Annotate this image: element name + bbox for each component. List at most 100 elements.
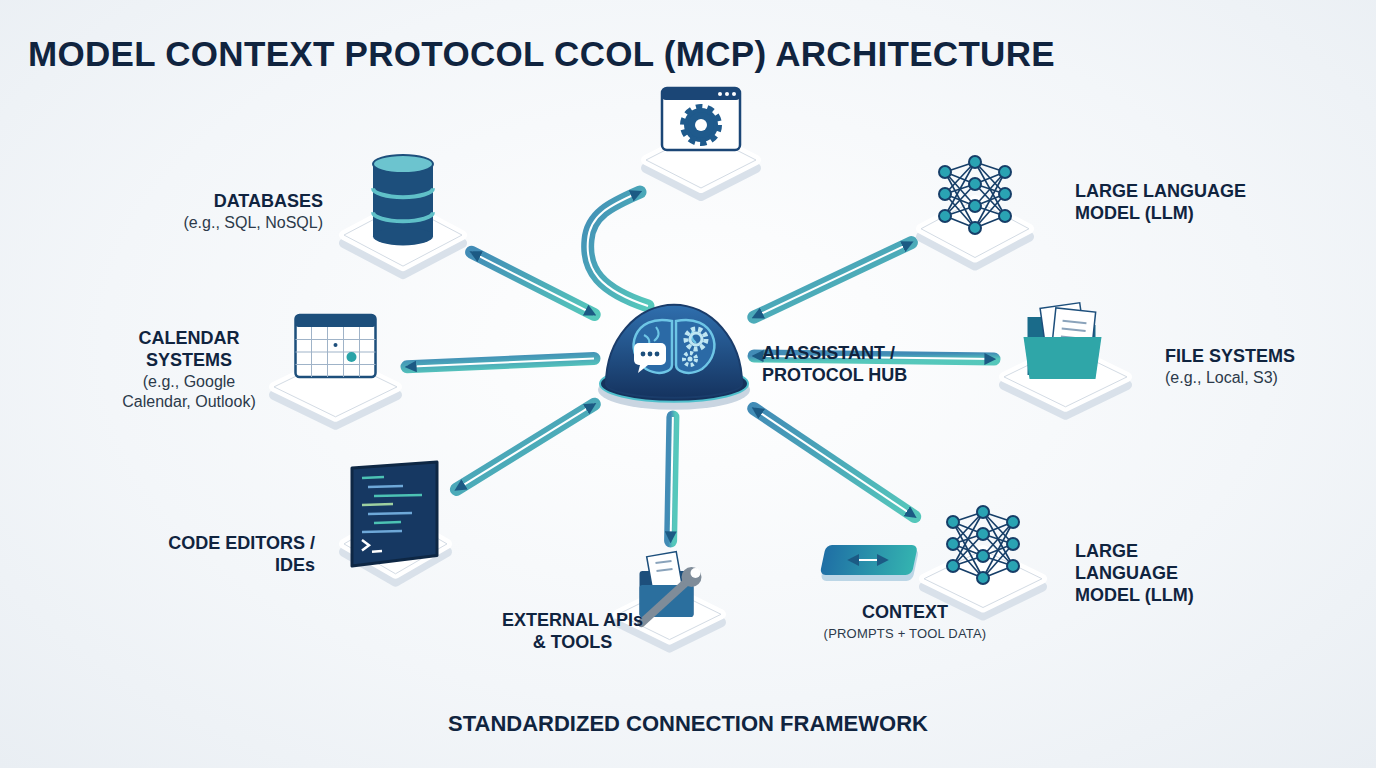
icon-shape xyxy=(1024,337,1102,379)
node-heading: DATABASES xyxy=(138,190,323,212)
icon-shape xyxy=(1007,560,1019,572)
icon-shape xyxy=(347,352,357,362)
svg-shape xyxy=(662,88,740,100)
node-tile: DATABASES(e.g., SQL, NoSQL) xyxy=(338,150,468,285)
node-heading: FILE SYSTEMS xyxy=(1165,345,1335,367)
icon-shape xyxy=(999,188,1011,200)
gear-connector-band xyxy=(588,192,648,306)
connector-band xyxy=(754,409,915,517)
icon-shape xyxy=(691,568,701,578)
icon-shape xyxy=(850,559,887,561)
connector-band xyxy=(671,417,673,541)
node-icon xyxy=(612,545,727,655)
icon-shape xyxy=(947,516,959,528)
icon-shape xyxy=(1007,516,1019,528)
icon-shape xyxy=(638,365,648,373)
node-heading: CONTEXT xyxy=(820,601,990,623)
icon-shape xyxy=(1063,321,1087,324)
icon-shape xyxy=(977,572,989,584)
node-icon xyxy=(915,150,1035,275)
node-heading: AI ASSISTANT / PROTOCOL HUB xyxy=(762,342,922,386)
node-icon xyxy=(338,462,453,592)
connector xyxy=(754,409,915,517)
icon-shape xyxy=(686,329,706,349)
icon-shape xyxy=(373,155,433,173)
icon-shape xyxy=(939,210,951,222)
icon-shape xyxy=(977,506,989,518)
node-label: CODE EDITORS / IDEs xyxy=(140,532,315,576)
connector xyxy=(472,252,595,314)
icon-shape xyxy=(939,188,951,200)
icon-shape xyxy=(296,364,376,365)
icon-shape xyxy=(296,315,376,327)
svg-shape xyxy=(695,119,707,131)
icon-shape xyxy=(373,164,433,236)
icon-shape xyxy=(655,352,660,357)
icon-shape xyxy=(642,581,688,623)
node-subtext: (e.g., SQL, NoSQL) xyxy=(138,213,323,233)
icon-shape xyxy=(656,561,672,563)
icon-shape xyxy=(690,333,702,345)
icon-shape xyxy=(373,212,433,221)
connector-line xyxy=(754,243,912,318)
node-heading: CODE EDITORS / IDEs xyxy=(140,532,315,576)
icon-shape xyxy=(921,200,1029,258)
icon-shape xyxy=(924,550,1042,608)
connector-line xyxy=(456,404,594,489)
svg-shape xyxy=(725,92,729,96)
node-subtext: (PROMPTS + TOOL DATA) xyxy=(820,624,990,644)
icon-shape xyxy=(334,343,338,347)
icon-shape xyxy=(977,528,989,540)
icon-shape xyxy=(657,569,673,571)
icon-shape xyxy=(969,200,981,212)
connector-band xyxy=(407,359,594,367)
icon-shape xyxy=(969,156,981,168)
icon-shape xyxy=(921,200,1029,258)
node-label: CONTEXT(PROMPTS + TOOL DATA) xyxy=(820,601,990,644)
connector-band xyxy=(472,252,595,314)
node-subtext: (e.g., Local, S3) xyxy=(1165,368,1335,388)
connector xyxy=(456,404,594,489)
node-tile: CONTEXT(PROMPTS + TOOL DATA) xyxy=(822,545,914,581)
node-tile: CODE EDITORS / IDEs xyxy=(338,462,453,592)
diagram-title: MODEL CONTEXT PROTOCOL CCOL (MCP) ARCHIT… xyxy=(28,34,1055,74)
settings-icon xyxy=(640,82,762,207)
svg-shape xyxy=(732,92,736,96)
icon-shape xyxy=(684,353,696,365)
icon-shape xyxy=(939,166,951,178)
icon-shape xyxy=(362,477,384,478)
node-icon xyxy=(998,295,1133,425)
icon-shape xyxy=(820,545,918,575)
icon-shape xyxy=(362,540,369,550)
node-label: AI ASSISTANT / PROTOCOL HUB xyxy=(762,342,922,386)
icon-shape xyxy=(373,188,433,197)
node-tile: CALENDAR SYSTEMS(e.g., Google Calendar, … xyxy=(268,305,403,435)
node-heading: EXTERNAL APIs & TOOLS xyxy=(500,609,645,653)
icon-shape xyxy=(999,166,1011,178)
icon-shape xyxy=(372,550,382,553)
gear-connector-line xyxy=(588,192,648,306)
node-icon xyxy=(822,545,914,581)
connector xyxy=(671,417,673,541)
icon-shape xyxy=(688,357,693,362)
icon-shape xyxy=(362,531,402,532)
node-label: FILE SYSTEMS(e.g., Local, S3) xyxy=(1165,345,1335,388)
connector-line xyxy=(472,252,595,314)
icon-shape xyxy=(1062,329,1086,332)
icon-shape xyxy=(634,343,666,365)
icon-shape xyxy=(374,522,401,523)
settings-tile xyxy=(640,82,762,207)
icon-shape xyxy=(296,315,376,377)
icon-shape xyxy=(362,504,393,505)
icon-shape xyxy=(999,210,1011,222)
diagram-caption: STANDARDIZED CONNECTION FRAMEWORK xyxy=(288,711,1088,737)
connector-line xyxy=(407,359,594,367)
icon-shape xyxy=(977,550,989,562)
icon-shape xyxy=(368,513,412,514)
icon-shape xyxy=(373,227,433,245)
node-label: LARGE LANGUAGE MODEL (LLM) xyxy=(1075,540,1225,606)
icon-shape xyxy=(374,495,422,496)
hub-node: AI ASSISTANT / PROTOCOL HUB xyxy=(596,295,752,415)
icon-shape xyxy=(1007,538,1019,550)
